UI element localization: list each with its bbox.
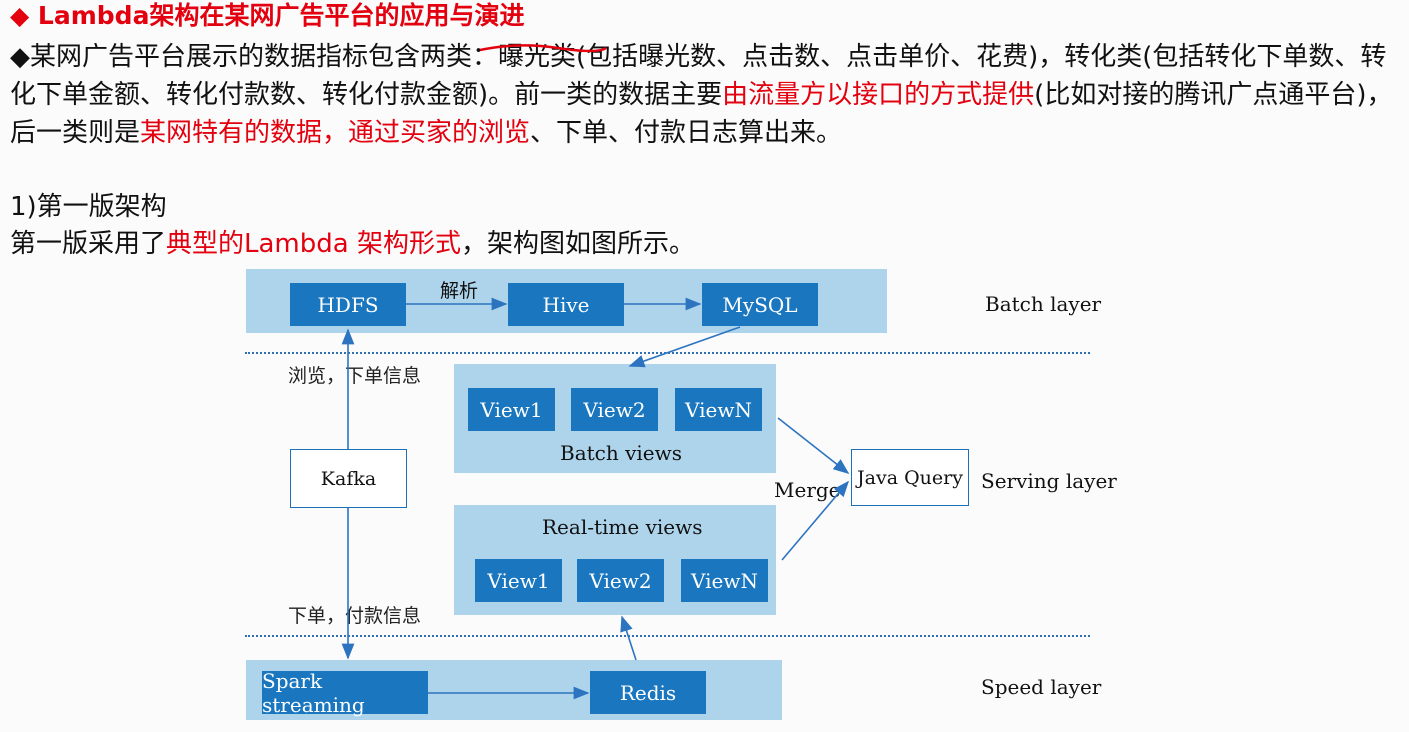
intro-suffix: ，架构图如图所示。 bbox=[460, 229, 695, 259]
page-heading: ◆ Lambda架构在某网广告平台的应用与演进 bbox=[10, 1, 525, 30]
para-text-3: 、下单、付款日志算出来。 bbox=[530, 118, 843, 148]
intro-red: 典型的Lambda 架构形式 bbox=[166, 229, 461, 259]
batch-views-label: Batch views bbox=[560, 441, 683, 465]
section-title: 1)第一版架构 bbox=[10, 192, 167, 222]
order-pay-info: 下单，付款信息 bbox=[288, 605, 422, 627]
strike-mark bbox=[479, 44, 607, 53]
serving-layer-label: Serving layer bbox=[981, 469, 1117, 493]
para-red-1: 由流量方以接口的方式提供 bbox=[722, 80, 1035, 110]
intro-prefix: 第一版采用了 bbox=[10, 229, 167, 259]
hdfs-box: HDFS bbox=[290, 283, 406, 326]
mysql-box: MySQL bbox=[702, 283, 818, 326]
realtime-viewN: ViewN bbox=[681, 559, 768, 602]
parse-label: 解析 bbox=[440, 280, 479, 302]
spark-streaming-box: Spark streaming bbox=[262, 669, 428, 717]
intro-line: 第一版采用了典型的Lambda 架构形式，架构图如图所示。 bbox=[10, 226, 695, 262]
para-red-2: 某网特有的数据，通过买家的浏览 bbox=[140, 118, 531, 148]
description-paragraph: ◆某网广告平台展示的数据指标包含两类：曝光类(包括曝光数、点击数、点击单价、花费… bbox=[10, 38, 1402, 152]
batch-layer-label: Batch layer bbox=[985, 292, 1102, 316]
speed-layer-label: Speed layer bbox=[981, 675, 1102, 699]
realtime-view1: View1 bbox=[475, 559, 562, 602]
batch-view2: View2 bbox=[571, 388, 658, 431]
java-query-box: Java Query bbox=[851, 449, 969, 506]
bottom-divider bbox=[245, 635, 1090, 637]
kafka-box: Kafka bbox=[290, 449, 407, 508]
hive-box: Hive bbox=[508, 283, 624, 326]
batch-view1: View1 bbox=[468, 388, 555, 431]
batch-viewN: ViewN bbox=[675, 388, 762, 431]
merge-label: Merge bbox=[774, 478, 841, 502]
redis-box: Redis bbox=[590, 671, 706, 714]
realtime-view2: View2 bbox=[577, 559, 664, 602]
browse-order-info: 浏览，下单信息 bbox=[288, 365, 422, 387]
para-text-1: ◆某网广告平台展示的数据指标包含两类：曝光类(包括曝光数、点击数、点击单价、花费… bbox=[10, 42, 1387, 110]
realtime-views-label: Real-time views bbox=[542, 515, 703, 539]
para-text-2: (比如对接的腾讯广点通平台)，后一类则是 bbox=[10, 80, 1393, 148]
